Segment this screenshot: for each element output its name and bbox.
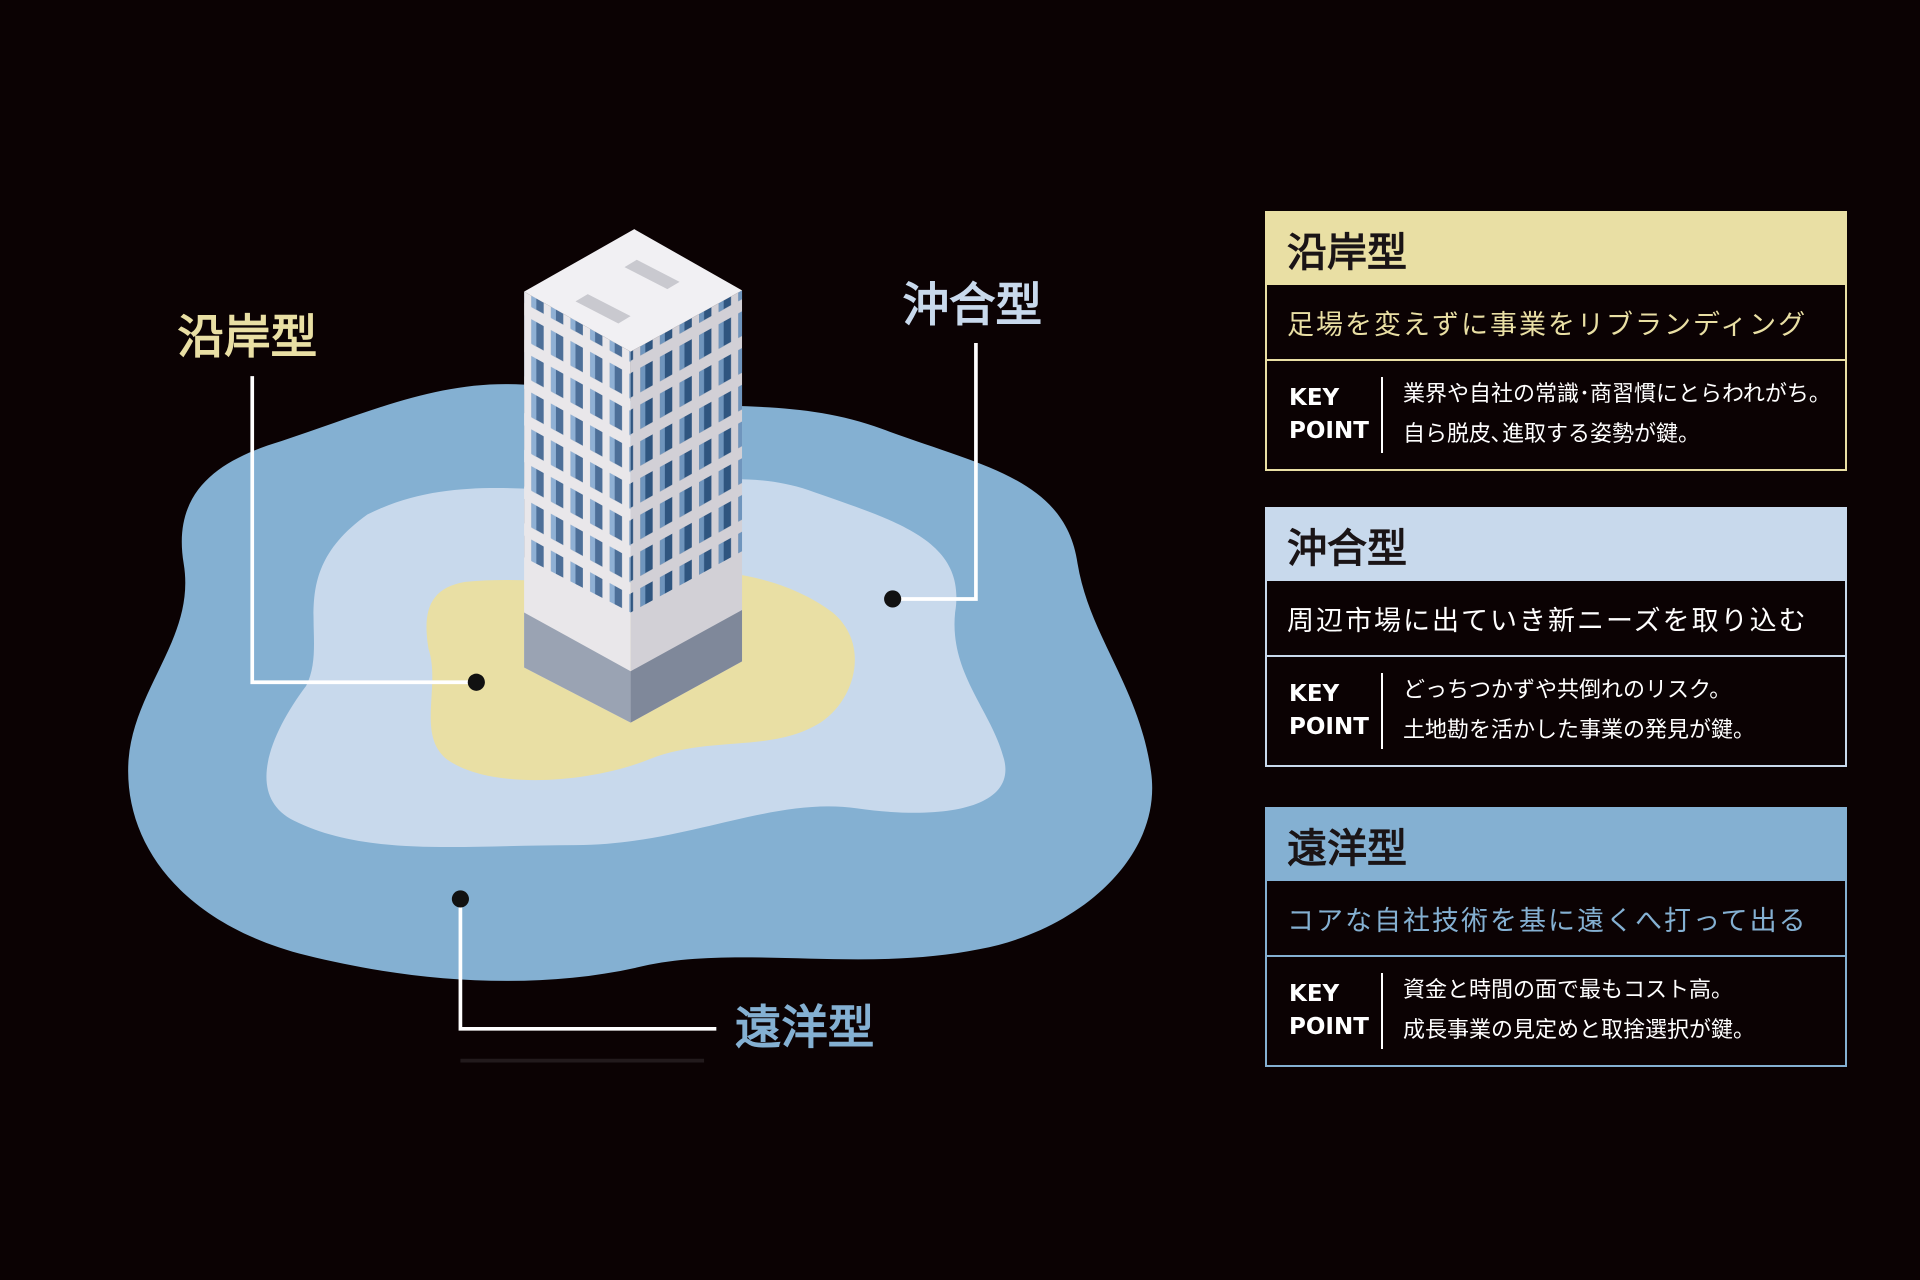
offshore-callout-dot [884, 590, 902, 608]
card-tagline: 周辺市場に出ていき新ニーズを取り込む [1267, 581, 1845, 657]
offshore-callout [892, 343, 978, 601]
card-title: 沿岸型 [1267, 213, 1845, 285]
divider [1381, 973, 1383, 1049]
key-point-text: どっちつかずや共倒れのリスク。土地勘を活かした事業の発見が鍵。 [1403, 678, 1756, 743]
label-ocean: 遠洋型 [735, 1000, 875, 1054]
key-point-text: 業界や自社の常識･商習慣にとらわれがち。自ら脱皮､進取する姿勢が鍵。 [1403, 382, 1831, 447]
building [524, 229, 743, 723]
card-title: 沖合型 [1267, 509, 1845, 581]
divider [1381, 673, 1383, 749]
coastal-callout [250, 376, 477, 685]
label-offshore: 沖合型 [902, 278, 1042, 332]
card-tagline: 足場を変えずに事業をリブランディング [1267, 285, 1845, 361]
divider [1381, 377, 1383, 453]
card-title: 遠洋型 [1267, 809, 1845, 881]
label-coastal: 沿岸型 [178, 310, 318, 364]
coastal-callout-dot [467, 673, 485, 691]
card-tagline: コアな自社技術を基に遠くへ打って出る [1267, 881, 1845, 957]
ocean-callout [458, 898, 717, 1031]
ocean-callout-dot [451, 890, 469, 908]
key-point-text: 資金と時間の面で最もコスト高。成長事業の見定めと取捨選択が鍵。 [1403, 978, 1756, 1043]
